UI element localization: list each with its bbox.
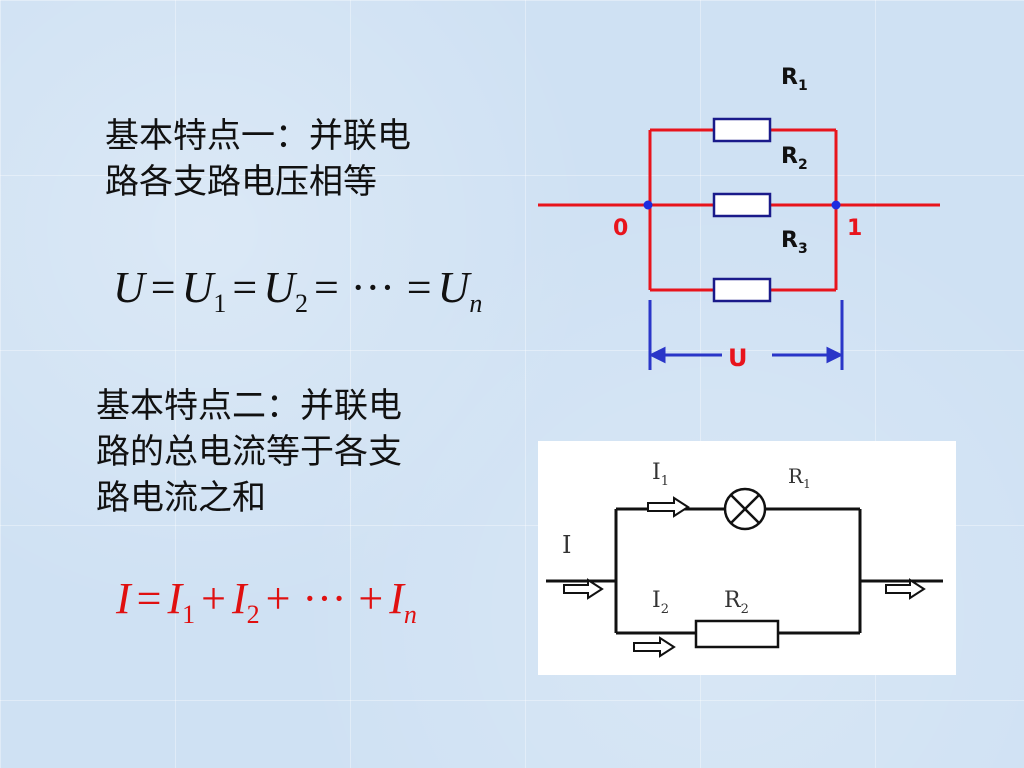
formula-i1: I (167, 574, 183, 623)
formula-un: U (437, 263, 470, 312)
feature-two-text: 基本特点二：并联电 路的总电流等于各支 路电流之和 (96, 383, 516, 521)
voltage-label: U (728, 344, 748, 372)
feature-two-line-1: 基本特点二：并联电 (96, 386, 402, 426)
resistor-r1 (712, 117, 772, 143)
label-resistor-r2: R2 (724, 588, 749, 617)
voltage-arrow-right-head (826, 346, 844, 364)
equals-sign: = (314, 263, 339, 312)
ellipsis: ··· (302, 574, 347, 623)
resistor-r3 (712, 277, 772, 303)
plus-sign: + (201, 574, 226, 623)
feature-one-line-1: 基本特点一：并联电 (105, 116, 411, 156)
formula-i-total: I (116, 574, 131, 623)
node-left-dot (643, 200, 653, 210)
label-r3: R3 (781, 228, 808, 257)
voltage-arrow-left-head (648, 346, 666, 364)
feature-two-line-2: 路的总电流等于各支 (96, 432, 402, 472)
feature-one-line-2: 路各支路电压相等 (105, 162, 377, 202)
formula-u2-sub: 2 (295, 289, 308, 318)
node-left-label: 0 (613, 216, 628, 241)
formula-u2: U (263, 263, 295, 312)
formula-u-total: U (113, 263, 145, 312)
formula-un-sub: n (469, 289, 483, 318)
formula-i2: I (231, 574, 247, 623)
label-i1: I1 (652, 460, 669, 489)
plus-sign: + (358, 574, 384, 623)
formula-in-sub: n (403, 600, 417, 629)
lamp-icon (723, 487, 767, 531)
label-total-current: I (562, 531, 571, 559)
plus-sign: + (265, 574, 291, 623)
resistor-r2 (712, 192, 772, 218)
current-division-circuit: I I1 I2 R1 R2 (538, 441, 956, 675)
voltage-formula: U=U1=U2=···=Un (113, 262, 482, 319)
formula-u1-sub: 1 (213, 289, 227, 318)
arrow-i1-icon (647, 496, 690, 518)
arrow-total-in-icon (563, 578, 604, 600)
formula-u1: U (181, 263, 214, 312)
label-i2: I2 (652, 588, 669, 617)
node-right-label: 1 (847, 216, 862, 241)
current-formula: I=I1+I2+···+In (116, 573, 417, 630)
arrow-i2-icon (633, 636, 676, 658)
feature-two-line-3: 路电流之和 (96, 478, 266, 518)
node-right-dot (831, 200, 841, 210)
equals-sign: = (406, 263, 432, 312)
resistor-r2-box (694, 619, 780, 649)
label-r1: R1 (781, 65, 808, 94)
arrow-total-out-icon (885, 578, 926, 600)
label-lamp-r1: R1 (788, 464, 811, 491)
formula-i1-sub: 1 (182, 600, 196, 629)
label-r2: R2 (781, 144, 808, 173)
formula-in: I (389, 574, 404, 623)
equals-sign: = (136, 574, 162, 623)
formula-i2-sub: 2 (246, 600, 260, 629)
ellipsis: ··· (350, 263, 395, 312)
equals-sign: = (150, 263, 176, 312)
equals-sign: = (232, 263, 258, 312)
feature-one-text: 基本特点一：并联电 路各支路电压相等 (105, 113, 525, 205)
